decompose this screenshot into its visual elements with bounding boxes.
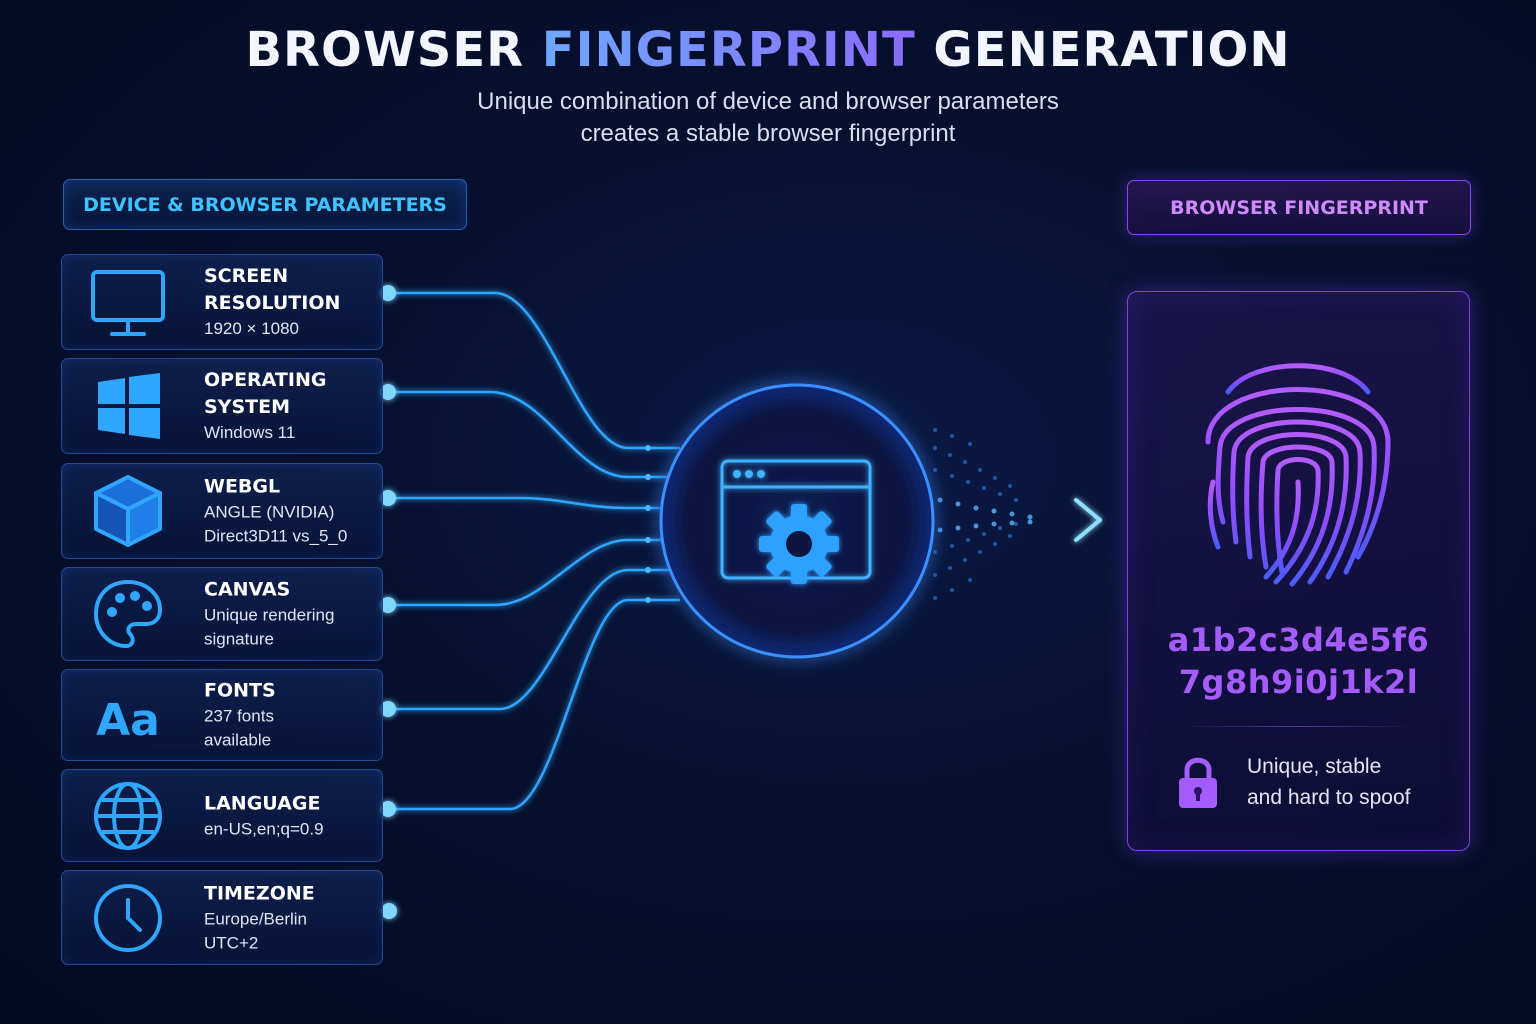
param-name: SCREEN RESOLUTION [204,265,341,314]
connector-language [388,598,680,811]
node-canvas [380,597,396,613]
svg-text:Aa: Aa [96,695,160,746]
monitor-icon [91,270,165,336]
param-value: Europe/Berlin UTC+2 [204,909,308,952]
connector-canvas [388,538,680,607]
connector-endpoints [645,445,651,603]
globe-icon [94,781,162,850]
node-os [380,384,396,400]
param-card-language: LANGUAGE en-US,en;q=0.9 [61,769,383,862]
connector-lines [388,291,680,811]
fingerprint-section-label: BROWSER FINGERPRINT [1127,180,1471,235]
param-card-timezone: TIMEZONE Europe/Berlin UTC+2 [61,870,383,965]
param-value: Unique rendering signature [204,605,335,649]
param-name: FONTS [204,679,276,702]
node-webgl [380,490,396,506]
node-language [380,801,396,817]
arrow-head-icon [1074,498,1102,542]
param-value: ANGLE (NVIDIA) Direct3D11 vs_5_0 [204,502,348,546]
title-prefix: BROWSER [245,22,542,78]
param-value: Windows 11 [204,423,296,442]
node-screen [380,285,396,301]
font-aa-icon: Aa [96,695,160,746]
fingerprint-hash-line-2: 7g8h9i0j1k2l [1178,663,1419,701]
node-fonts [380,701,396,717]
connector-os [388,390,680,479]
param-card-operating-system: OPERATING SYSTEM Windows 11 [61,358,383,454]
param-value: 1920 × 1080 [204,319,300,338]
gear-icon [759,504,839,584]
connector-nodes [380,285,397,919]
param-name: TIMEZONE [204,882,315,904]
connector-screen [388,291,680,450]
param-card-webgl: WEBGL ANGLE (NVIDIA) Direct3D11 vs_5_0 [61,463,383,559]
fingerprint-divider [1178,726,1418,727]
fingerprint-note: Unique, stable and hard to spoof [1247,755,1411,809]
param-card-fonts: Aa FONTS 237 fonts available [61,669,383,761]
param-name: OPERATING SYSTEM [204,369,327,418]
page-title: BROWSER FINGERPRINT GENERATION [0,22,1536,78]
param-value: 237 fonts available [204,706,274,750]
param-value: en-US,en;q=0.9 [204,819,324,838]
palette-icon [93,579,163,649]
subtitle-line-2: creates a stable browser fingerprint [580,120,956,147]
title-accent: FINGERPRINT [541,22,916,78]
particle-stream [933,428,1095,600]
param-card-canvas: CANVAS Unique rendering signature [61,567,383,661]
fingerprint-panel: a1b2c3d4e5f6 7g8h9i0j1k2l Unique, stable… [1127,291,1470,851]
subtitle-line-1: Unique combination of device and browser… [477,88,1059,115]
param-name: WEBGL [204,475,281,498]
param-name: LANGUAGE [204,792,321,814]
windows-logo-icon [98,373,160,439]
param-card-screen-resolution: SCREEN RESOLUTION 1920 × 1080 [61,254,383,350]
title-suffix: GENERATION [915,22,1291,78]
param-name: CANVAS [204,578,291,601]
fingerprint-icon [1205,363,1391,587]
lock-icon [1179,757,1217,808]
parameters-section-label: DEVICE & BROWSER PARAMETERS [63,179,467,230]
cube-icon [94,475,162,547]
fingerprint-hash-line-1: a1b2c3d4e5f6 [1167,621,1430,659]
connector-webgl [388,496,680,510]
connector-fonts [388,568,680,711]
clock-icon [94,883,162,952]
node-timezone [381,903,397,919]
